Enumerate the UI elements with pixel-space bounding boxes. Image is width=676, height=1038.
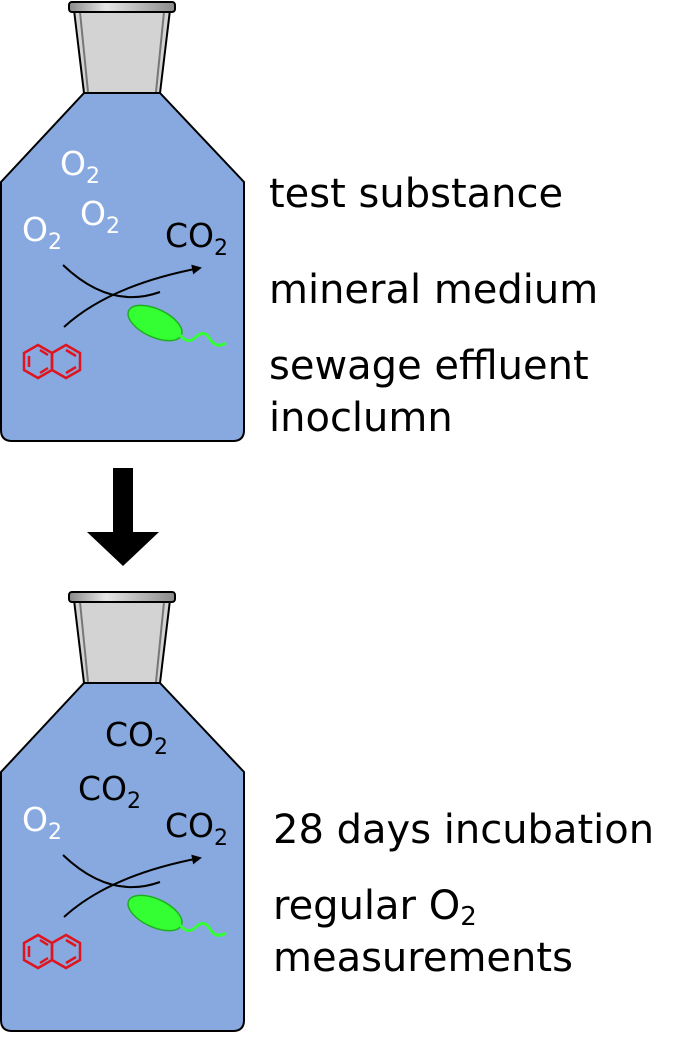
- gas-label-co2: CO2: [78, 769, 141, 814]
- label-measurements-line2: measurements: [273, 935, 573, 981]
- gas-label-co2: CO2: [105, 715, 168, 760]
- bottle-cap: [68, 1, 176, 94]
- label-measurements-sub: 2: [460, 902, 477, 932]
- gas-label-o2: O2: [22, 210, 62, 255]
- top-bottle: O2 O2 O2 CO2: [0, 1, 245, 442]
- down-arrow-icon: [87, 468, 159, 566]
- bacterium-icon: [127, 894, 227, 937]
- gas-label-o2: O2: [80, 194, 120, 239]
- gas-label-o2: O2: [60, 144, 100, 189]
- reaction-curve: [62, 264, 161, 299]
- bottle-cap: [68, 591, 176, 684]
- label-measurements-line1: regular O2: [273, 882, 477, 930]
- bacterium-icon: [127, 304, 227, 347]
- gas-label-co2: CO2: [165, 216, 228, 261]
- label-test-substance: test substance: [269, 171, 564, 217]
- reaction-curve: [62, 854, 161, 889]
- gas-label-co2: CO2: [165, 806, 228, 851]
- label-measurements-prefix: regular O: [273, 883, 461, 929]
- label-mineral-medium: mineral medium: [269, 267, 599, 313]
- naphthalene-icon: [22, 933, 82, 970]
- label-incubation: 28 days incubation: [273, 807, 655, 853]
- reaction-arrow: [63, 854, 202, 918]
- gas-label-o2: O2: [22, 800, 62, 845]
- naphthalene-icon: [22, 343, 82, 380]
- reaction-arrow: [63, 264, 202, 328]
- bottle-icon: [0, 682, 245, 1032]
- bottle-icon: [0, 92, 245, 442]
- label-inoculum-line2: inoclumn: [269, 395, 453, 441]
- label-inoculum-line1: sewage effluent: [269, 343, 589, 389]
- bottom-bottle: CO2 CO2 O2 CO2: [0, 591, 245, 1032]
